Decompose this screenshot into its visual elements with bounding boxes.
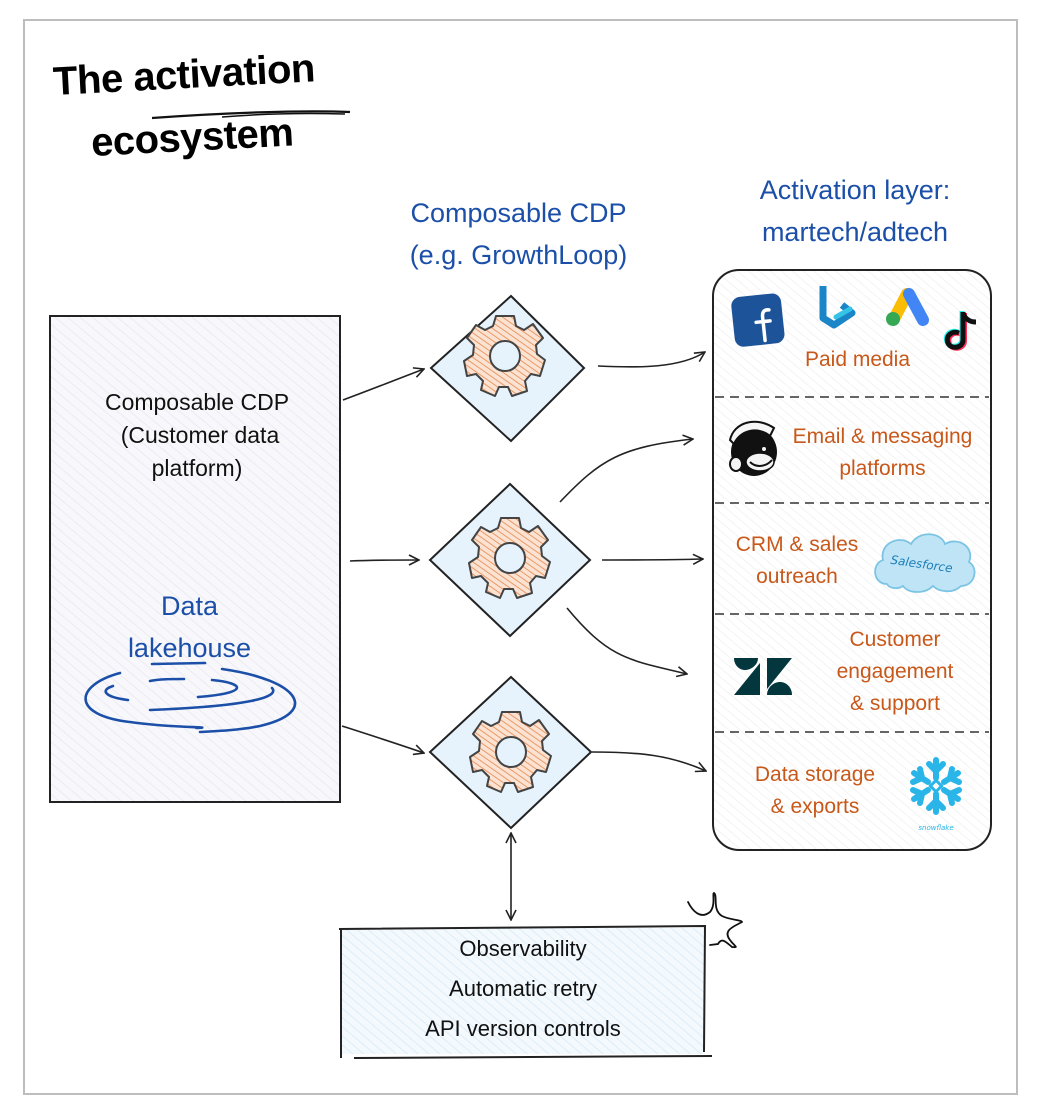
section-customer-support: Customer engagement & support	[820, 624, 970, 720]
processor-node-3	[428, 675, 593, 830]
heading-line: Activation layer:	[759, 175, 951, 205]
arrow-source-to-node-3	[341, 725, 424, 753]
arrow-node-3-to-storage	[591, 751, 706, 771]
arrow-node-1-to-paid-media	[597, 352, 705, 368]
arrow-source-to-node-2	[349, 560, 419, 561]
mailchimp-logo	[728, 420, 777, 476]
heading-line: (e.g. GrowthLoop)	[409, 240, 628, 270]
snowflake-logo	[910, 757, 962, 815]
source-box-label: Composable CDP (Customer data platform)	[52, 386, 342, 485]
title-prefix: The	[52, 56, 124, 104]
data-lakehouse-label: Data lakehouse	[52, 585, 327, 669]
sparkle-icon	[687, 892, 743, 949]
label-line: platform)	[151, 455, 243, 481]
title-underline-2	[221, 112, 346, 118]
heading-line: martech/adtech	[761, 217, 949, 247]
section-label: Customer	[849, 628, 941, 651]
section-label: Paid media	[804, 348, 911, 371]
heading-line: Composable CDP	[410, 198, 627, 228]
section-crm-sales: CRM & sales outreach	[722, 529, 872, 593]
title-emphasis: activation	[132, 46, 316, 100]
section-label: Data storage	[754, 763, 876, 786]
processor-node-2	[428, 482, 592, 638]
feature-line: Automatic retry	[449, 976, 597, 1001]
section-label: engagement	[836, 660, 954, 683]
source-box	[49, 315, 341, 803]
reliability-features: Observability Automatic retry API versio…	[341, 929, 705, 1049]
facebook-logo	[731, 293, 785, 347]
label-line: (Customer data	[120, 422, 280, 448]
google-ads-logo	[886, 288, 929, 326]
section-label: & support	[850, 692, 940, 715]
tiktok-logo	[943, 311, 977, 351]
arrow-node-2-to-crm	[601, 559, 703, 560]
feature-line: Observability	[459, 936, 587, 961]
activation-layer-box	[712, 269, 992, 851]
arrow-node-2-to-support	[566, 607, 687, 674]
arrow-node-2-to-email	[559, 439, 693, 503]
section-label: Email & messaging	[792, 425, 973, 448]
label-line: Composable CDP	[104, 389, 290, 415]
reliability-box	[338, 924, 713, 1059]
section-label: & exports	[770, 795, 860, 818]
salesforce-logo: Salesforce	[874, 533, 976, 593]
section-label: platforms	[839, 457, 926, 480]
section-email-messaging: Email & messaging platforms	[780, 421, 985, 485]
arrow-source-to-node-1	[342, 369, 424, 401]
processor-node-1	[429, 294, 586, 443]
bing-logo	[819, 286, 856, 329]
activation-layer-heading: Activation layer: martech/adtech	[725, 172, 985, 250]
title-underline	[151, 110, 351, 120]
label-line: lakehouse	[127, 633, 252, 663]
section-label: CRM & sales	[735, 533, 859, 556]
composable-cdp-heading: Composable CDP (e.g. GrowthLoop)	[381, 195, 656, 273]
section-label: outreach	[756, 565, 838, 588]
zendesk-logo	[734, 658, 792, 695]
snowflake-logo-text: snowflake	[918, 824, 953, 832]
feature-line: API version controls	[425, 1016, 621, 1041]
lake-swirl-icon	[84, 661, 297, 734]
label-line: Data	[160, 591, 219, 621]
section-paid-media: Paid media	[785, 344, 930, 376]
section-data-storage: Data storage & exports	[740, 759, 890, 823]
